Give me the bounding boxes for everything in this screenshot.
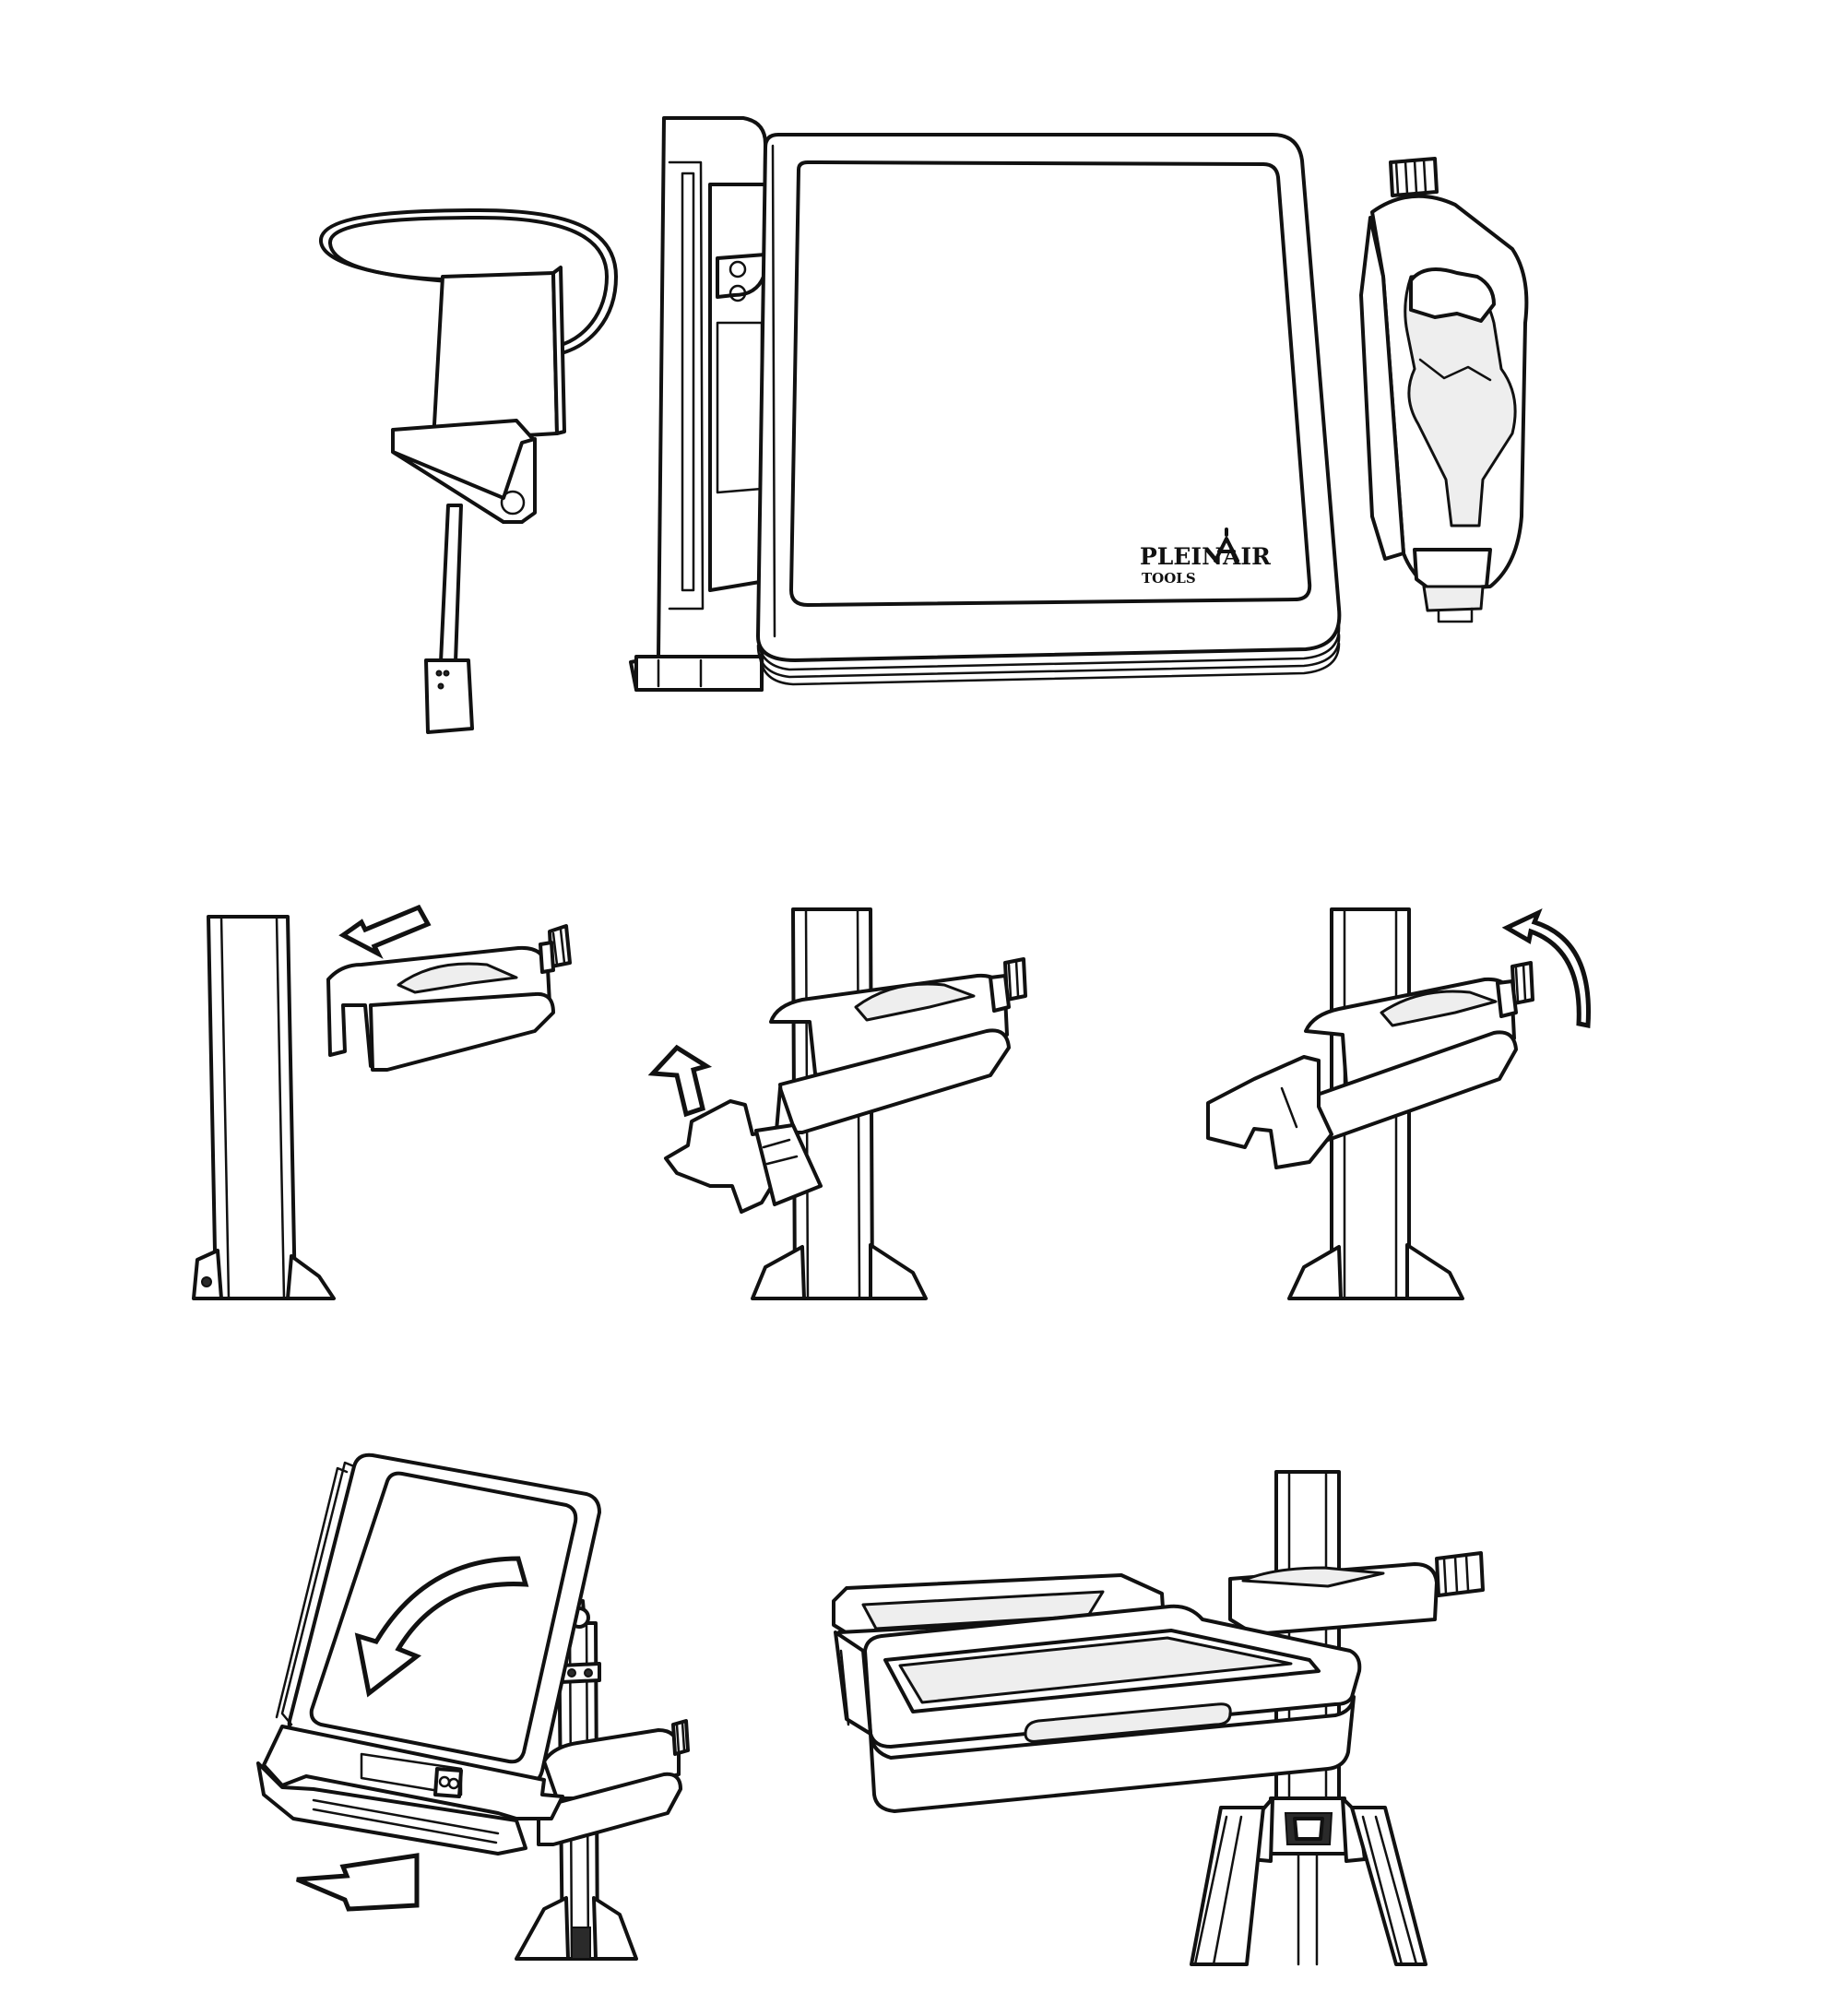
pleinair-tools-logo: PLEINAIR TOOLS <box>1140 528 1271 587</box>
step-1-pole <box>192 915 336 1300</box>
step-4-push-in-arrow <box>296 1853 420 1912</box>
logo-line-1: PLEINAIR <box>1140 543 1271 570</box>
step-5-palette-open <box>832 1573 1362 1813</box>
tether-mount-part <box>318 208 618 734</box>
folding-palette-part <box>629 116 1342 692</box>
step-1-clamp <box>326 924 572 1072</box>
step-3-rotate-arrow <box>1501 908 1592 1029</box>
step-2-clamp <box>664 957 1027 1214</box>
logo-line-2: TOOLS <box>1142 570 1196 587</box>
step-1-slide-left-arrow <box>338 904 432 959</box>
step-4-fold-down-arrow <box>354 1556 529 1698</box>
step-5-tripod <box>1190 1470 1427 1966</box>
step-5-clamp <box>1228 1551 1485 1636</box>
step-4-palette-tilted <box>256 1452 601 1856</box>
step-2-push-up-arrow <box>647 1044 713 1118</box>
step-3-clamp <box>1206 961 1534 1169</box>
step-4-mounted-clamp <box>537 1719 690 1846</box>
pole-clamp-part <box>1359 157 1529 623</box>
logo-easel-icon <box>1214 528 1239 563</box>
